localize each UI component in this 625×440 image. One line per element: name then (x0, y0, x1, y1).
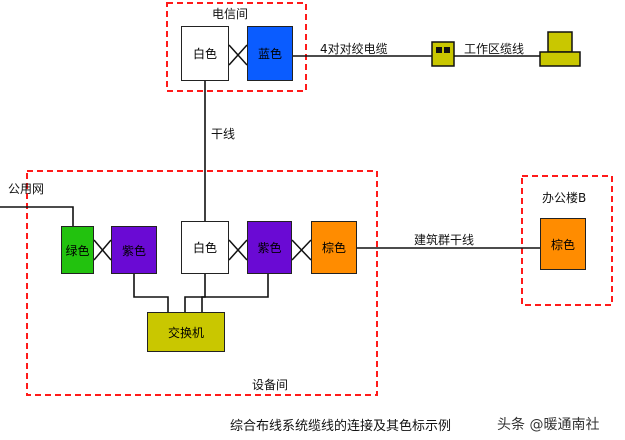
twisted-pair-label: 4对对绞电缆 (320, 42, 388, 56)
telecom-white-field: 白色 (181, 26, 229, 81)
watermark: 头条 @暖通南社 (497, 417, 600, 433)
patch-purple-to-switch (133, 274, 169, 312)
work-area-label: 工作区缆线 (464, 42, 525, 56)
telecom-room-label: 电信间 (212, 7, 249, 21)
office-brown-field: 棕色 (540, 218, 586, 270)
equip-purple-field-2: 紫色 (247, 221, 292, 274)
office-b-boundary (521, 175, 613, 306)
telecom-room-boundary (166, 2, 307, 92)
cross-connect-telecom (228, 44, 248, 66)
equip-green-field: 绿色 (61, 226, 94, 274)
figure-caption: 综合布线系统缆线的连接及其色标示例 (230, 419, 452, 434)
patch-purple2-to-switch (201, 274, 269, 312)
patch-white-to-switch (184, 274, 206, 312)
equip-brown-field: 棕色 (311, 221, 357, 274)
computer-terminal-icon (539, 31, 581, 67)
equip-purple-field-1: 紫色 (111, 226, 157, 274)
campus-backbone-label: 建筑群干线 (414, 233, 475, 247)
cross-connect-white-purple (228, 239, 248, 261)
public-network-label: 公用网 (8, 182, 45, 196)
cross-connect-green-purple (93, 239, 112, 261)
equip-white-field: 白色 (181, 221, 229, 274)
equipment-room-boundary (26, 170, 378, 396)
cross-connect-purple-brown (291, 239, 312, 261)
office-b-label: 办公楼B (542, 191, 587, 205)
public-network-cable (0, 206, 74, 226)
telecom-blue-field: 蓝色 (247, 26, 293, 81)
switch-box: 交换机 (147, 312, 225, 352)
outlet-icon (431, 41, 455, 67)
equipment-room-label: 设备间 (252, 378, 289, 392)
backbone-label: 干线 (211, 127, 236, 141)
